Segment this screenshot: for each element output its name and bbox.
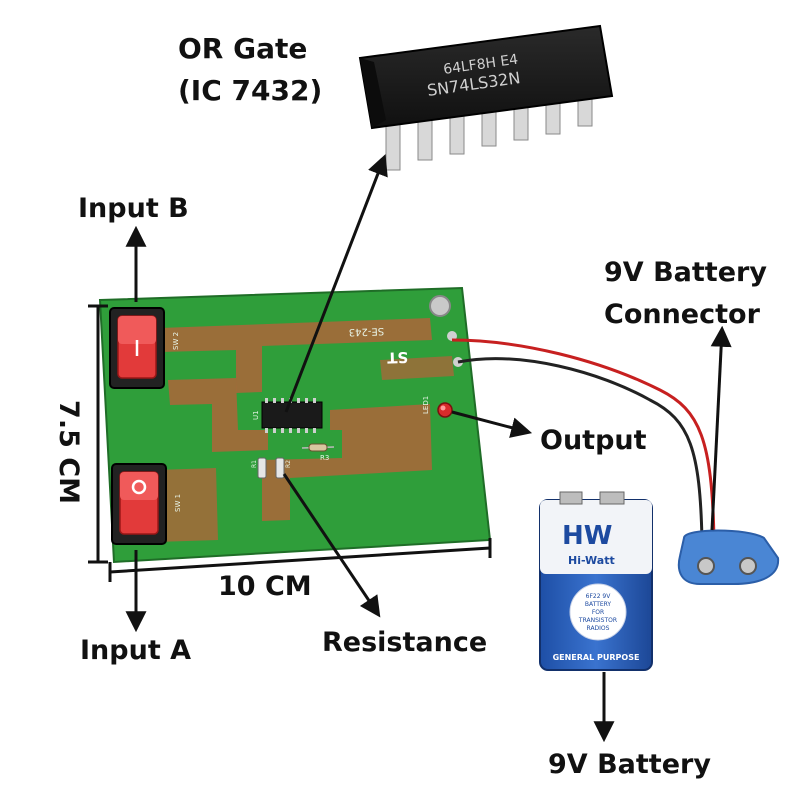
- dimension-height: [88, 304, 108, 564]
- svg-text:BATTERY: BATTERY: [585, 601, 612, 608]
- led-output: [437, 402, 453, 418]
- arrow-connector: [710, 325, 732, 531]
- battery-wires: [451, 338, 716, 541]
- battery-brand: HW: [562, 521, 612, 551]
- svg-text:R2: R2: [285, 460, 292, 468]
- battery-terminal: [559, 491, 583, 505]
- arrow-ic: [284, 154, 388, 413]
- label-or-gate-line1: OR Gate: [178, 32, 308, 65]
- connector-terminal: [739, 557, 757, 575]
- svg-text:RADIOS: RADIOS: [587, 625, 610, 632]
- svg-text:TRANSISTOR: TRANSISTOR: [578, 617, 617, 624]
- pcb-ic-chip: [261, 398, 323, 433]
- label-resistance: Resistance: [322, 627, 488, 658]
- label-input-a: Input A: [80, 635, 192, 666]
- pcb-trace: [380, 356, 454, 380]
- label-height: 7.5 CM: [53, 400, 84, 504]
- battery-terminal: [599, 491, 625, 505]
- battery-spec-badge: [569, 583, 627, 641]
- dimension-width: [108, 538, 492, 582]
- svg-text:SW 2: SW 2: [172, 332, 180, 350]
- pcb-pad: [429, 295, 451, 317]
- label-connector-line2: Connector: [604, 299, 760, 330]
- switch-input-b[interactable]: SW 2: [109, 307, 180, 389]
- label-connector-line1: 9V Battery: [604, 257, 767, 288]
- label-battery: 9V Battery: [548, 749, 711, 780]
- pcb-pad: [447, 331, 457, 341]
- battery-name: Hi-Watt: [568, 554, 615, 567]
- pcb-trace: [262, 404, 432, 521]
- label-output: Output: [540, 425, 647, 456]
- pcb-trace: [156, 468, 218, 542]
- battery-9v: HW Hi-Watt 6F22 9V BATTERY FOR TRANSISTO…: [539, 491, 653, 671]
- arrow-resistance: [282, 473, 381, 618]
- label-battery-connector: 9V Battery Connector: [604, 252, 794, 336]
- switch-input-a[interactable]: SW 1: [111, 463, 182, 545]
- label-input-b: Input B: [78, 193, 189, 224]
- resistor-r1: R1: [251, 457, 267, 479]
- pcb-u1-label: U1: [252, 410, 260, 420]
- connector-terminal: [697, 557, 715, 575]
- svg-text:SW 1: SW 1: [174, 494, 182, 512]
- callout-arrows: [125, 154, 732, 743]
- pcb-code: SE-243: [349, 325, 385, 337]
- pcb-brand: ST: [386, 348, 408, 367]
- pcb-board: SE-243 ST U1 LED1 R3 R1 R2: [98, 286, 492, 564]
- label-or-gate: OR Gate (IC 7432): [178, 28, 348, 112]
- arrow-output: [451, 410, 533, 438]
- resistor-r3: [301, 443, 335, 452]
- battery-connector: [677, 529, 780, 585]
- svg-text:6F22 9V: 6F22 9V: [586, 593, 612, 600]
- pcb-trace: [168, 378, 268, 452]
- label-width: 10 CM: [218, 571, 312, 602]
- pcb-r3-label: R3: [320, 454, 329, 462]
- pcb-led-label: LED1: [422, 396, 430, 414]
- battery-purpose: GENERAL PURPOSE: [553, 653, 640, 662]
- svg-text:R1: R1: [251, 460, 258, 468]
- svg-text:FOR: FOR: [592, 609, 604, 616]
- resistor-r2: R2: [275, 457, 292, 479]
- ic-7432: 64LF8H E4 SN74LS32N: [358, 24, 614, 171]
- label-or-gate-line2: (IC 7432): [178, 74, 323, 107]
- pcb-trace: [160, 318, 432, 393]
